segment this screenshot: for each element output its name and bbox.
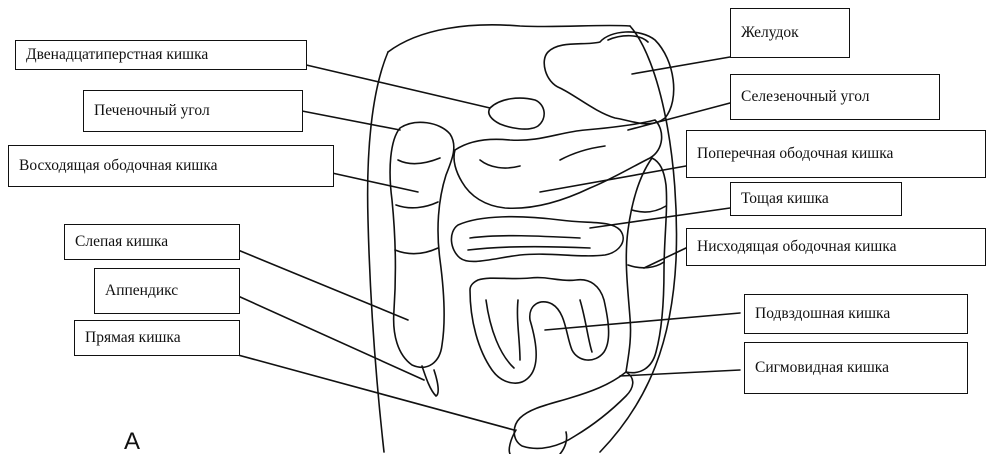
label-sigmoid-colon: Сигмовидная кишка bbox=[744, 342, 968, 394]
descending-colon-shape bbox=[626, 158, 667, 373]
label-duodenum: Двенадцатиперстная кишка bbox=[15, 40, 307, 70]
leader-sigmoid bbox=[620, 370, 740, 376]
sigmoid-colon-shape bbox=[514, 372, 633, 448]
leader-splenic bbox=[628, 103, 730, 130]
leader-transverse bbox=[540, 166, 686, 192]
duodenum-shape bbox=[489, 98, 544, 129]
label-hepatic-flexure: Печеночный угол bbox=[83, 90, 303, 132]
leader-cecum bbox=[238, 250, 408, 320]
label-transverse-colon: Поперечная ободочная кишка bbox=[686, 130, 986, 178]
appendix-shape bbox=[422, 366, 438, 396]
label-splenic-flexure: Селезеночный угол bbox=[730, 74, 940, 120]
leader-duodenum bbox=[302, 64, 490, 108]
leader-ileum bbox=[545, 313, 740, 330]
leader-hepatic bbox=[302, 111, 400, 130]
leader-ascending bbox=[332, 173, 418, 192]
label-ileum: Подвздошная кишка bbox=[744, 294, 968, 334]
leader-stomach bbox=[632, 57, 730, 74]
body-outline-left bbox=[368, 52, 388, 452]
stomach-shape bbox=[544, 32, 674, 124]
figure-letter: А bbox=[124, 428, 140, 456]
label-ascending-colon: Восходящая ободочная кишка bbox=[8, 145, 334, 187]
label-appendix: Аппендикс bbox=[94, 268, 240, 314]
leader-jejunum bbox=[590, 208, 730, 228]
ascending-colon-shape bbox=[390, 122, 454, 367]
label-rectum: Прямая кишка bbox=[74, 320, 240, 356]
jejunum-shape bbox=[451, 217, 623, 262]
label-stomach: Желудок bbox=[730, 8, 850, 58]
label-jejunum: Тощая кишка bbox=[730, 182, 902, 216]
label-cecum: Слепая кишка bbox=[64, 224, 240, 260]
label-descending-colon: Нисходящая ободочная кишка bbox=[686, 228, 986, 266]
body-outline-top bbox=[388, 25, 630, 52]
